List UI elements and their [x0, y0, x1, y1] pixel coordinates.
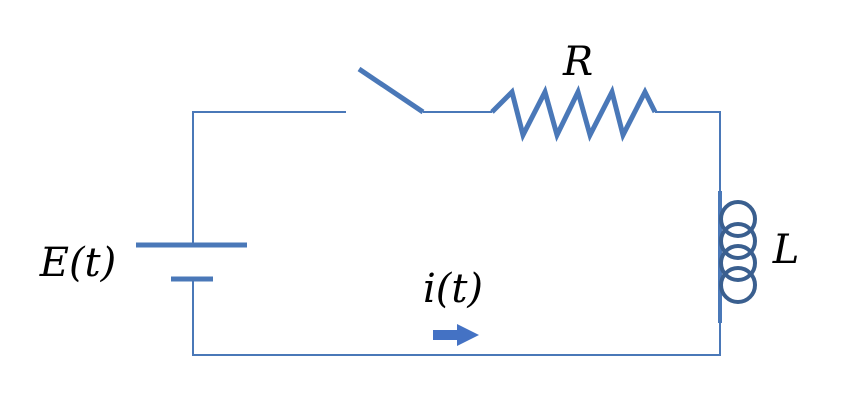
wire-right — [655, 111, 721, 191]
wire-left-bottom — [192, 279, 721, 356]
wire-top-left — [192, 111, 346, 245]
inductor-coil — [719, 200, 757, 304]
switch — [357, 66, 425, 115]
resistor — [490, 84, 658, 143]
source-label: E(t) — [39, 240, 116, 286]
resistor-label: R — [562, 39, 593, 85]
inductor-label: L — [772, 227, 800, 273]
current-label: i(t) — [423, 266, 483, 312]
current-arrow — [433, 324, 479, 346]
